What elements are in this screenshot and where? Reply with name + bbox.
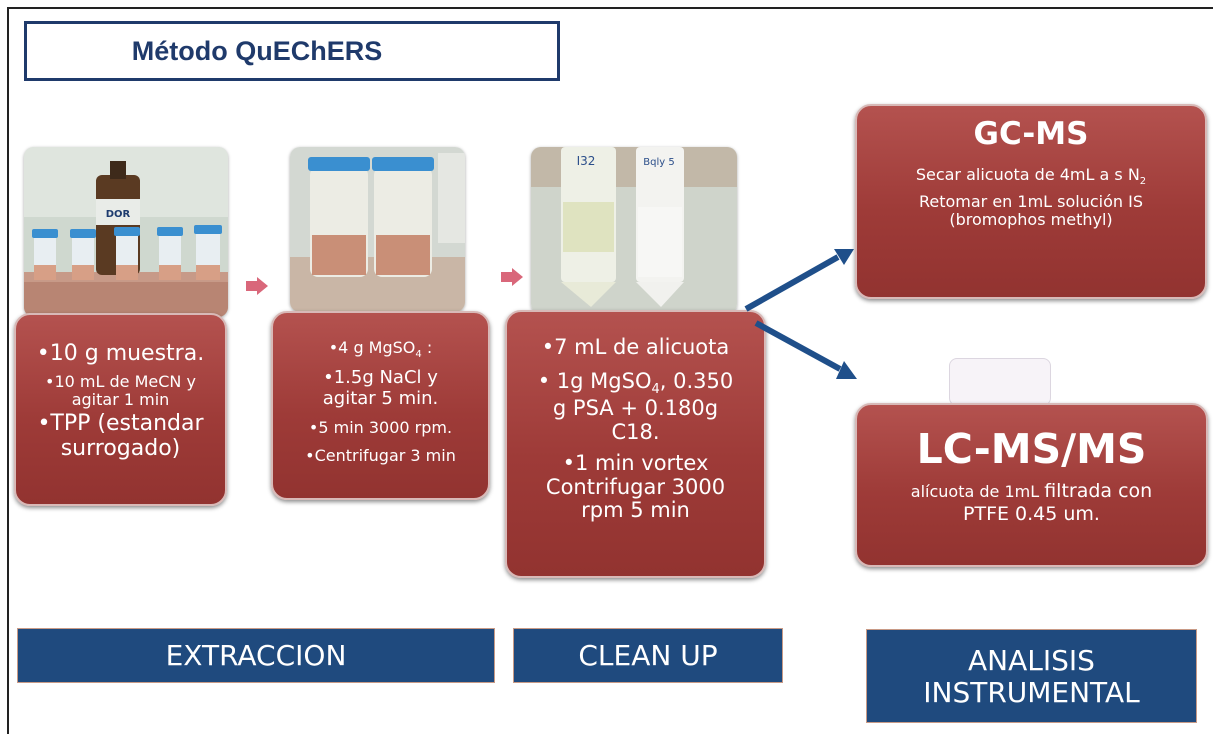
page-title: Método QuEChERS: [131, 35, 383, 66]
salts-line-2: •1.5g NaCl y: [323, 367, 438, 389]
lcms-line-1: alícuota de 1mL filtrada con: [910, 480, 1153, 502]
gcms-line-3: (bromophos methyl): [949, 210, 1113, 230]
cleanup-card: •7 mL de alicuota • 1g MgSO4, 0.350 g PS…: [505, 310, 766, 578]
photo-salt-tubes: [290, 147, 465, 312]
salts-line-3: agitar 5 min.: [322, 387, 439, 409]
analysis-arrows: [744, 249, 857, 379]
cleanup-band-label: CLEAN UP: [578, 639, 718, 672]
cleanup-line-4: C18.: [611, 419, 660, 444]
title-box: Método QuEChERS: [24, 21, 560, 81]
lcms-heading: LC-MS/MS: [916, 425, 1147, 473]
tube-label-1: I32: [577, 154, 596, 168]
extraction-line-3: agitar 1 min: [71, 389, 170, 409]
analysis-band-line-2: INSTRUMENTAL: [923, 676, 1140, 709]
photo-cleanup-tubes: I32 Bqly 5: [531, 147, 737, 314]
salts-line-5: •Centrifugar 3 min: [305, 445, 456, 465]
gcms-line-2: Retomar en 1mL solución IS: [918, 192, 1144, 212]
bottle-label: DOR: [106, 209, 131, 220]
analysis-band: ANALISIS INSTRUMENTAL: [866, 629, 1197, 723]
frame-left-border: [7, 7, 9, 734]
cleanup-line-3: g PSA + 0.180g: [552, 396, 719, 421]
frame-top-border: [7, 7, 1213, 9]
step-arrow-2: [501, 268, 523, 286]
extraction-band-label: EXTRACCION: [165, 639, 347, 672]
extraction-line-1: •10 g muestra.: [36, 341, 205, 366]
gcms-card: GC-MS Secar alicuota de 4mL a s N2 Retom…: [855, 104, 1207, 299]
analysis-band-line-1: ANALISIS: [968, 643, 1095, 677]
salts-line-4: •5 min 3000 rpm.: [308, 417, 453, 437]
step-arrow-1: [246, 277, 268, 295]
gcms-line-1: Secar alicuota de 4mL a s N2: [915, 165, 1147, 188]
cleanup-line-1: •7 mL de alicuota: [541, 335, 730, 359]
extraction-card: •10 g muestra. •10 mL de MeCN y agitar 1…: [14, 313, 227, 506]
cleanup-line-6: Contrifugar 3000: [545, 474, 726, 499]
extraction-line-4: •TPP (estandar: [37, 411, 204, 437]
tube-label-2: Bqly 5: [643, 157, 674, 168]
lcms-card: LC-MS/MS alícuota de 1mL filtrada con PT…: [855, 403, 1208, 567]
cleanup-line-7: rpm 5 min: [581, 498, 690, 523]
salts-card: •4 g MgSO4 : •1.5g NaCl y agitar 5 min. …: [271, 311, 490, 500]
extraction-line-5: surrogado): [60, 436, 181, 462]
extraction-line-2: •10 mL de MeCN y: [45, 371, 196, 391]
cleanup-line-5: •1 min vortex: [562, 451, 709, 476]
arrow-to-lcms: [754, 320, 842, 372]
lcms-line-2: PTFE 0.45 um.: [963, 503, 1100, 526]
photo-sample-tubes: DOR: [24, 147, 228, 317]
cleanup-line-2: • 1g MgSO4, 0.350: [537, 368, 734, 397]
gcms-heading: GC-MS: [973, 116, 1089, 152]
salts-line-1: •4 g MgSO4 :: [328, 338, 433, 361]
lcms-tab: [949, 358, 1051, 406]
arrow-to-gcms: [744, 254, 840, 312]
extraction-band: EXTRACCION: [17, 628, 495, 683]
cleanup-band: CLEAN UP: [513, 628, 783, 683]
